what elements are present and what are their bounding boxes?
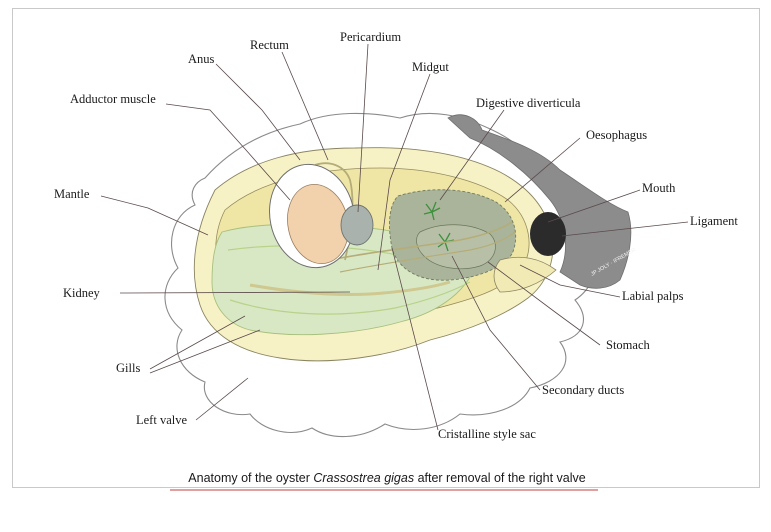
label-ligament: Ligament [690,214,738,228]
label-left-valve: Left valve [136,413,187,427]
caption-suffix: after removal of the right valve [414,471,586,485]
label-oesophagus: Oesophagus [586,128,647,142]
label-rectum: Rectum [250,38,289,52]
caption-species: Crassostrea gigas [313,471,414,485]
pericardium [341,205,373,245]
label-cristalline-style-sac: Cristalline style sac [438,427,536,441]
label-digestive-diverticula: Digestive diverticula [476,96,581,110]
figure-caption: Anatomy of the oyster Crassostrea gigas … [188,471,585,485]
label-anus: Anus [188,52,215,66]
label-adductor-muscle: Adductor muscle [70,92,156,106]
label-mantle: Mantle [54,187,90,201]
label-secondary-ducts: Secondary ducts [542,383,624,397]
label-mouth: Mouth [642,181,676,195]
label-pericardium: Pericardium [340,30,401,44]
label-gills: Gills [116,361,140,375]
label-midgut: Midgut [412,60,449,74]
label-stomach: Stomach [606,338,650,352]
label-kidney: Kidney [63,286,101,300]
mouth-dark [530,212,566,256]
caption-prefix: Anatomy of the oyster [188,471,313,485]
label-labial-palps: Labial palps [622,289,684,303]
